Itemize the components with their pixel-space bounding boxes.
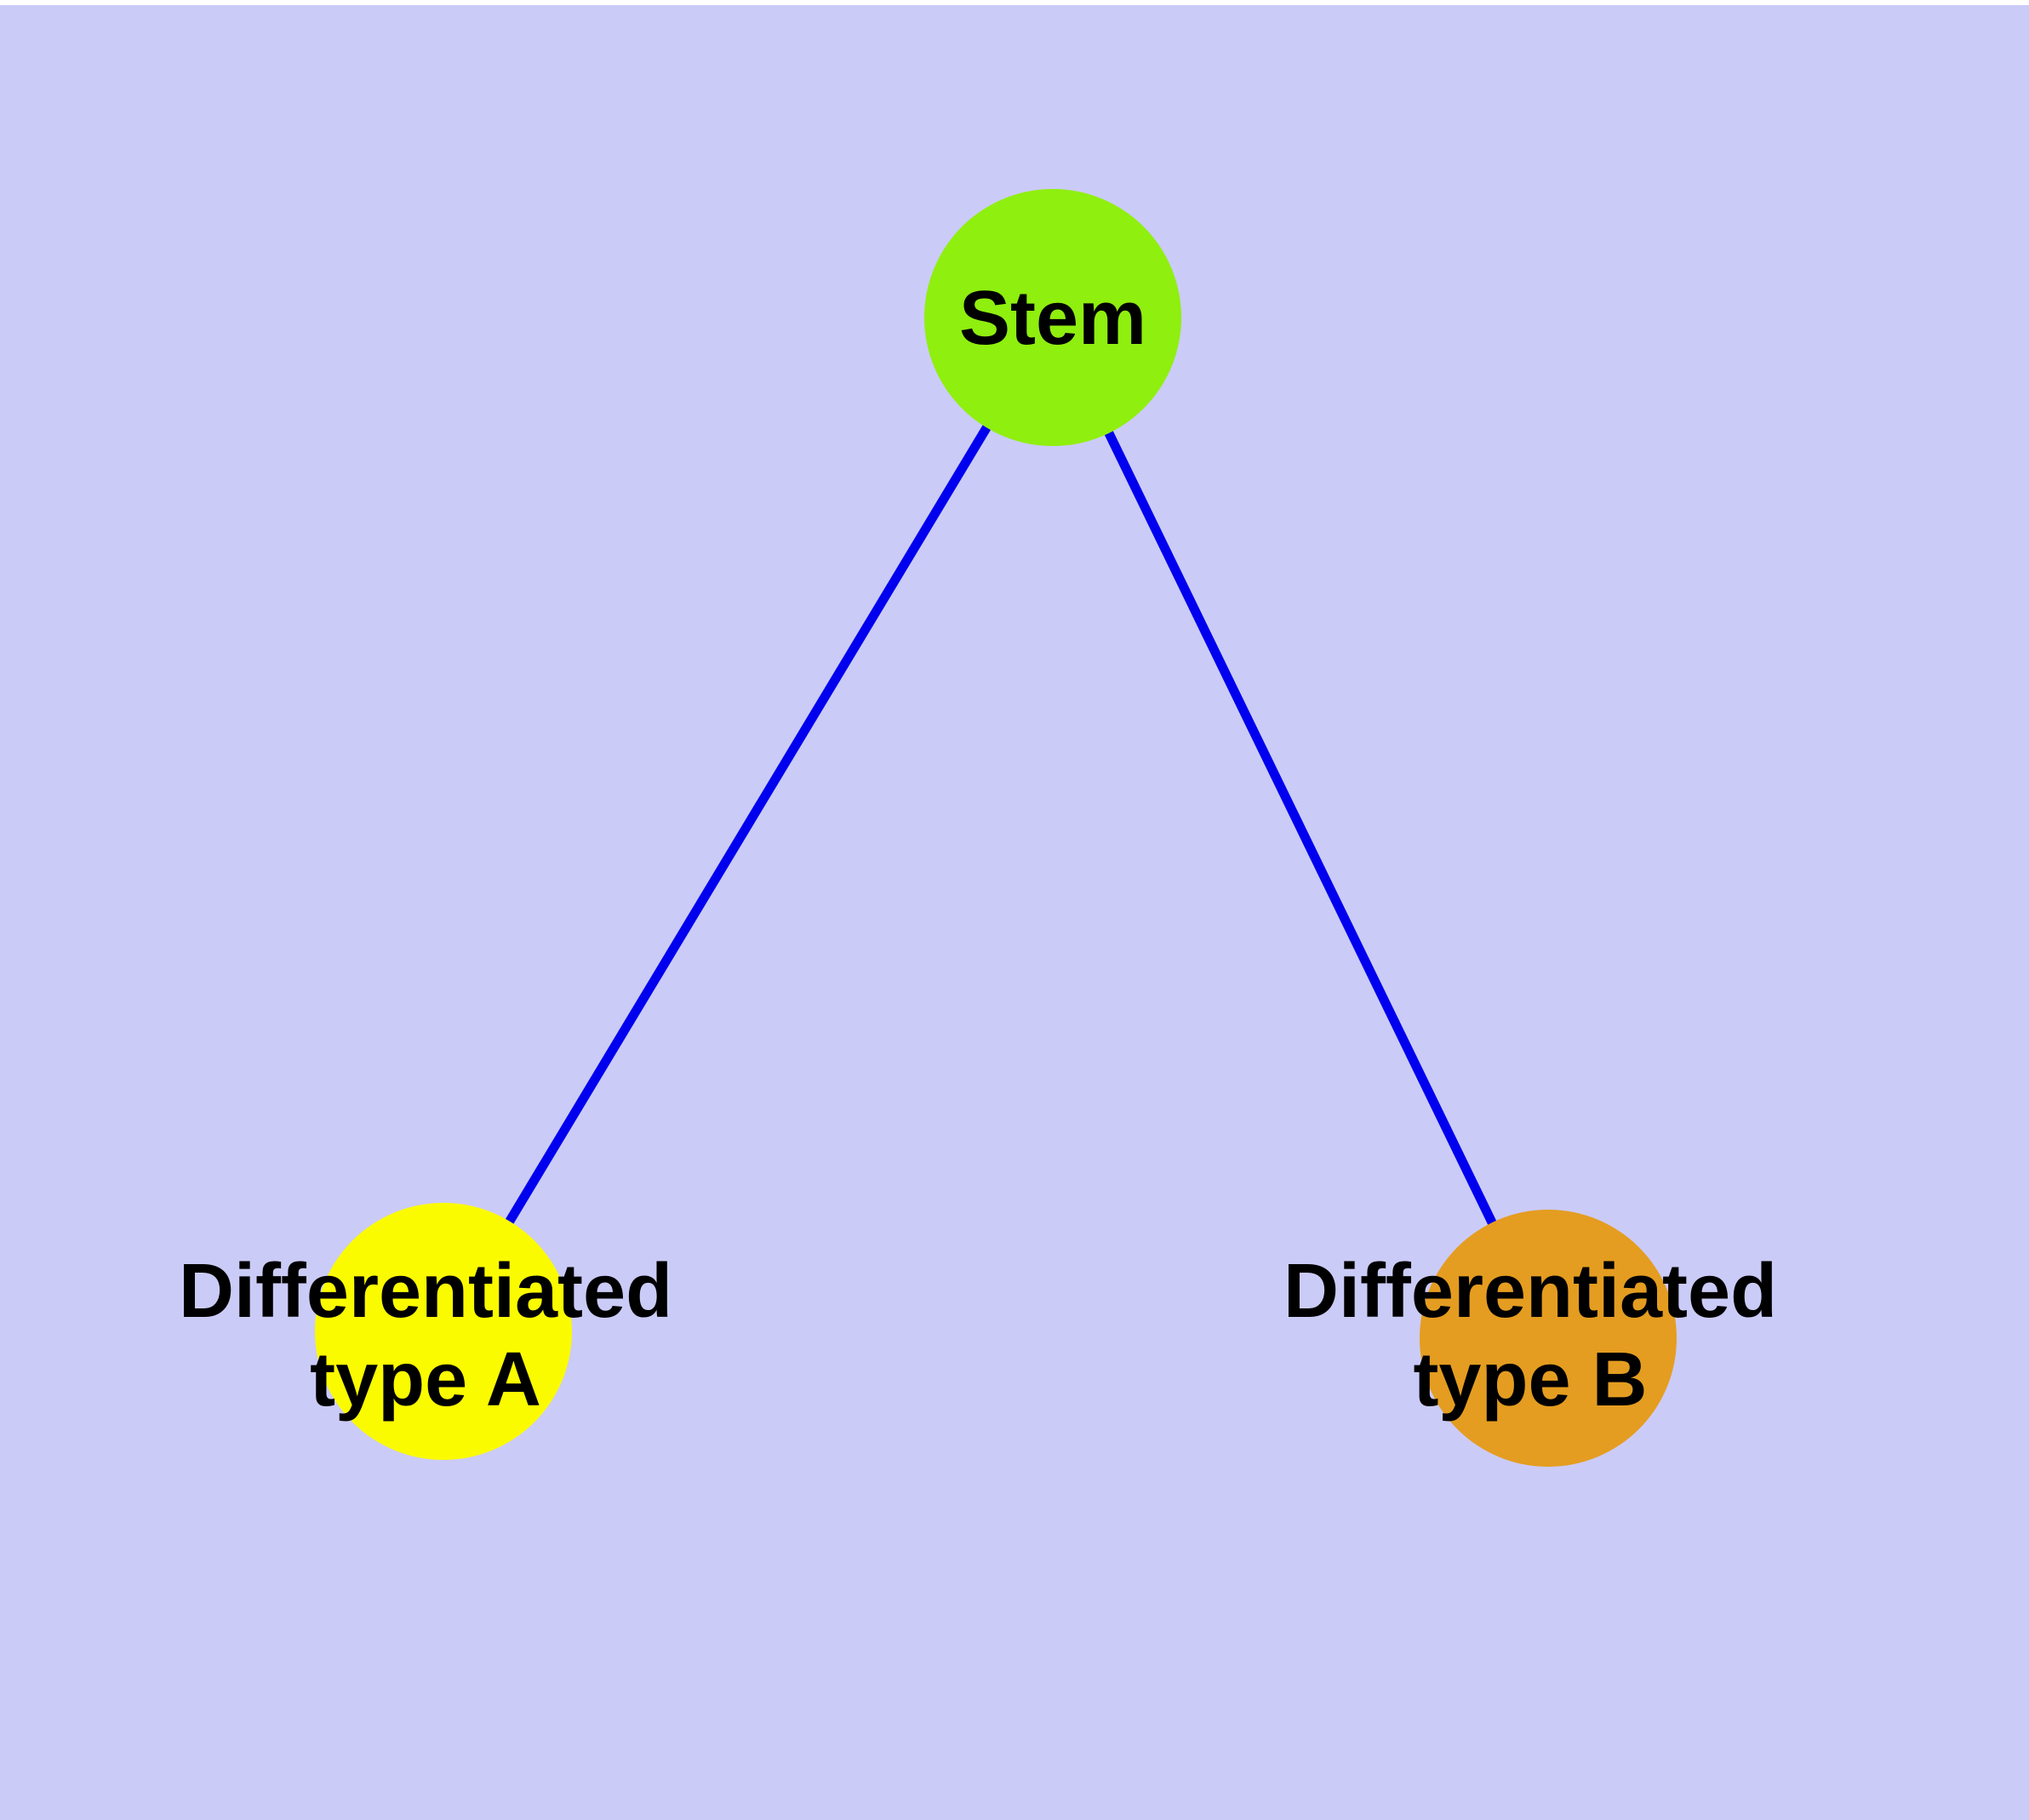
node-type-a-circle [315,1203,572,1460]
edge-stem-to-type-a [439,315,1057,1334]
node-type-b-circle [1420,1210,1677,1467]
node-stem-label: Stem [958,276,1147,361]
node-stem-circle [924,189,1181,446]
node-type-b-label-line1: Differentiated [1283,1249,1778,1334]
node-type-a-label-line2: type A [310,1337,541,1422]
node-type-b-label: Differentiated type B [1283,1247,1777,1424]
node-type-a-label: Differentiated type A [179,1247,672,1424]
node-type-a-label-line1: Differentiated [178,1249,673,1334]
top-white-strip [0,0,2029,5]
edge-stem-to-type-b [1049,315,1552,1341]
node-type-b-label-line2: type B [1413,1337,1648,1422]
